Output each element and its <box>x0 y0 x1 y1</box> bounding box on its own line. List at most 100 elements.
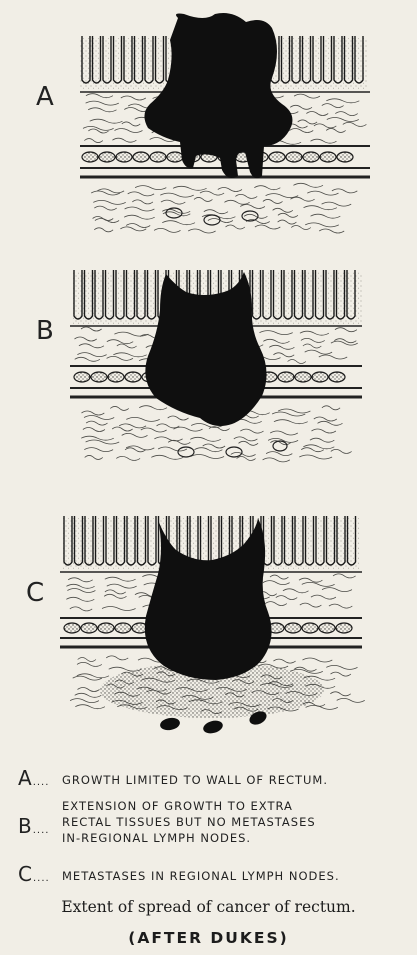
tissue-stroke <box>77 662 102 666</box>
figure-credit: (AFTER DUKES) <box>0 929 417 947</box>
tissue-stroke <box>263 458 290 462</box>
tissue-stroke <box>263 199 283 203</box>
tissue-stroke <box>306 112 328 116</box>
tissue-stroke <box>226 225 245 229</box>
tissue-stroke <box>255 225 280 229</box>
tissue-stroke <box>110 406 128 410</box>
tissue-stroke <box>191 455 225 459</box>
tissue-stroke <box>298 120 317 124</box>
tissue-stroke <box>173 186 207 190</box>
muscle-fibre <box>269 152 285 162</box>
tissue-stroke <box>293 183 323 187</box>
tissue-stroke <box>84 416 114 420</box>
tissue-stroke <box>107 340 133 344</box>
tissue-stroke <box>266 452 292 456</box>
tissue-stroke <box>107 356 133 360</box>
tissue-stroke <box>112 138 136 142</box>
tissue-stroke <box>70 699 99 703</box>
muscle-fibre <box>329 372 345 382</box>
tissue-stroke <box>224 200 249 204</box>
tissue-stroke <box>75 693 102 697</box>
tissue-stroke <box>126 417 159 421</box>
tissue-stroke <box>263 581 290 585</box>
tissue-stroke <box>326 665 357 669</box>
tissue-stroke <box>322 588 352 592</box>
tissue-stroke <box>291 226 311 230</box>
tissue-stroke <box>83 126 114 130</box>
tissue-stroke <box>190 437 221 441</box>
tissue-stroke <box>333 574 356 578</box>
tissue-stroke <box>93 200 125 204</box>
muscle-fibre <box>74 372 90 382</box>
tissue-stroke <box>86 101 119 105</box>
tissue-stroke <box>337 698 365 702</box>
tissue-stroke <box>254 186 280 190</box>
tissue-stroke <box>84 139 102 143</box>
tissue-stroke <box>66 584 94 588</box>
tissue-stroke <box>90 119 123 123</box>
tissue-stroke <box>66 597 94 601</box>
tissue-stroke <box>240 205 265 209</box>
tissue-stroke <box>67 589 95 593</box>
tissue-stroke <box>303 658 333 662</box>
panel-letter-c: C <box>26 578 44 608</box>
tissue-stroke <box>318 421 343 425</box>
tissue-stroke <box>231 452 256 456</box>
tissue-stroke <box>278 220 297 224</box>
tissue-stroke <box>157 424 180 428</box>
tissue-stroke <box>305 223 339 227</box>
tissue-stroke <box>302 582 335 586</box>
tissue-stroke <box>301 448 324 452</box>
tissue-stroke <box>75 357 100 361</box>
tissue-stroke <box>75 337 97 341</box>
legend-key-b: B.... <box>18 814 49 838</box>
tissue-stroke <box>326 99 359 103</box>
tissue-stroke <box>312 429 336 433</box>
tissue-stroke <box>200 191 224 195</box>
muscle-fibre <box>125 372 141 382</box>
legend-text-c: METASTASES IN REGIONAL LYMPH NODES. <box>62 868 340 884</box>
tissue-stroke <box>310 438 334 442</box>
tissue-stroke <box>121 96 146 100</box>
tissue-stroke <box>273 208 293 212</box>
tissue-stroke <box>139 406 167 410</box>
tissue-stroke <box>322 202 352 206</box>
tissue-stroke <box>124 215 155 219</box>
legend-text-b: EXTENSION OF GROWTH TO EXTRA RECTAL TISS… <box>62 798 316 846</box>
panel-b-nodes <box>178 441 287 457</box>
tissue-stroke <box>141 428 167 432</box>
tissue-stroke <box>105 590 126 594</box>
tissue-stroke <box>299 578 322 582</box>
tissue-stroke <box>235 194 257 198</box>
tissue-stroke <box>335 328 357 332</box>
muscle-fibre <box>98 623 114 633</box>
tissue-stroke <box>283 589 309 593</box>
legend-key-c: C.... <box>18 862 50 886</box>
tissue-stroke <box>194 197 212 201</box>
tissue-stroke <box>273 659 295 663</box>
muscle-fibre <box>312 372 328 382</box>
tissue-stroke <box>81 436 114 440</box>
tissue-stroke <box>122 433 148 437</box>
tissue-stroke <box>135 186 166 190</box>
tissue-stroke <box>343 122 367 126</box>
tissue-stroke <box>168 440 190 444</box>
tissue-stroke <box>119 424 146 428</box>
tissue-stroke <box>332 189 357 193</box>
tissue-stroke <box>322 406 340 410</box>
tissue-stroke <box>331 449 352 453</box>
tissue-stroke <box>107 584 137 588</box>
tissue-stroke <box>260 331 293 335</box>
muscle-fibre <box>320 152 336 162</box>
tissue-stroke <box>128 192 154 196</box>
tissue-stroke <box>81 327 102 331</box>
muscle-fibre <box>295 372 311 382</box>
muscle-fibre <box>278 372 294 382</box>
tissue-stroke <box>161 200 185 204</box>
tissue-stroke <box>311 214 341 218</box>
muscle-fibre <box>91 372 107 382</box>
tissue-stroke <box>303 344 321 348</box>
panel-b-tumour <box>145 272 266 426</box>
tissue-stroke <box>105 577 136 581</box>
muscle-fibre <box>116 152 132 162</box>
